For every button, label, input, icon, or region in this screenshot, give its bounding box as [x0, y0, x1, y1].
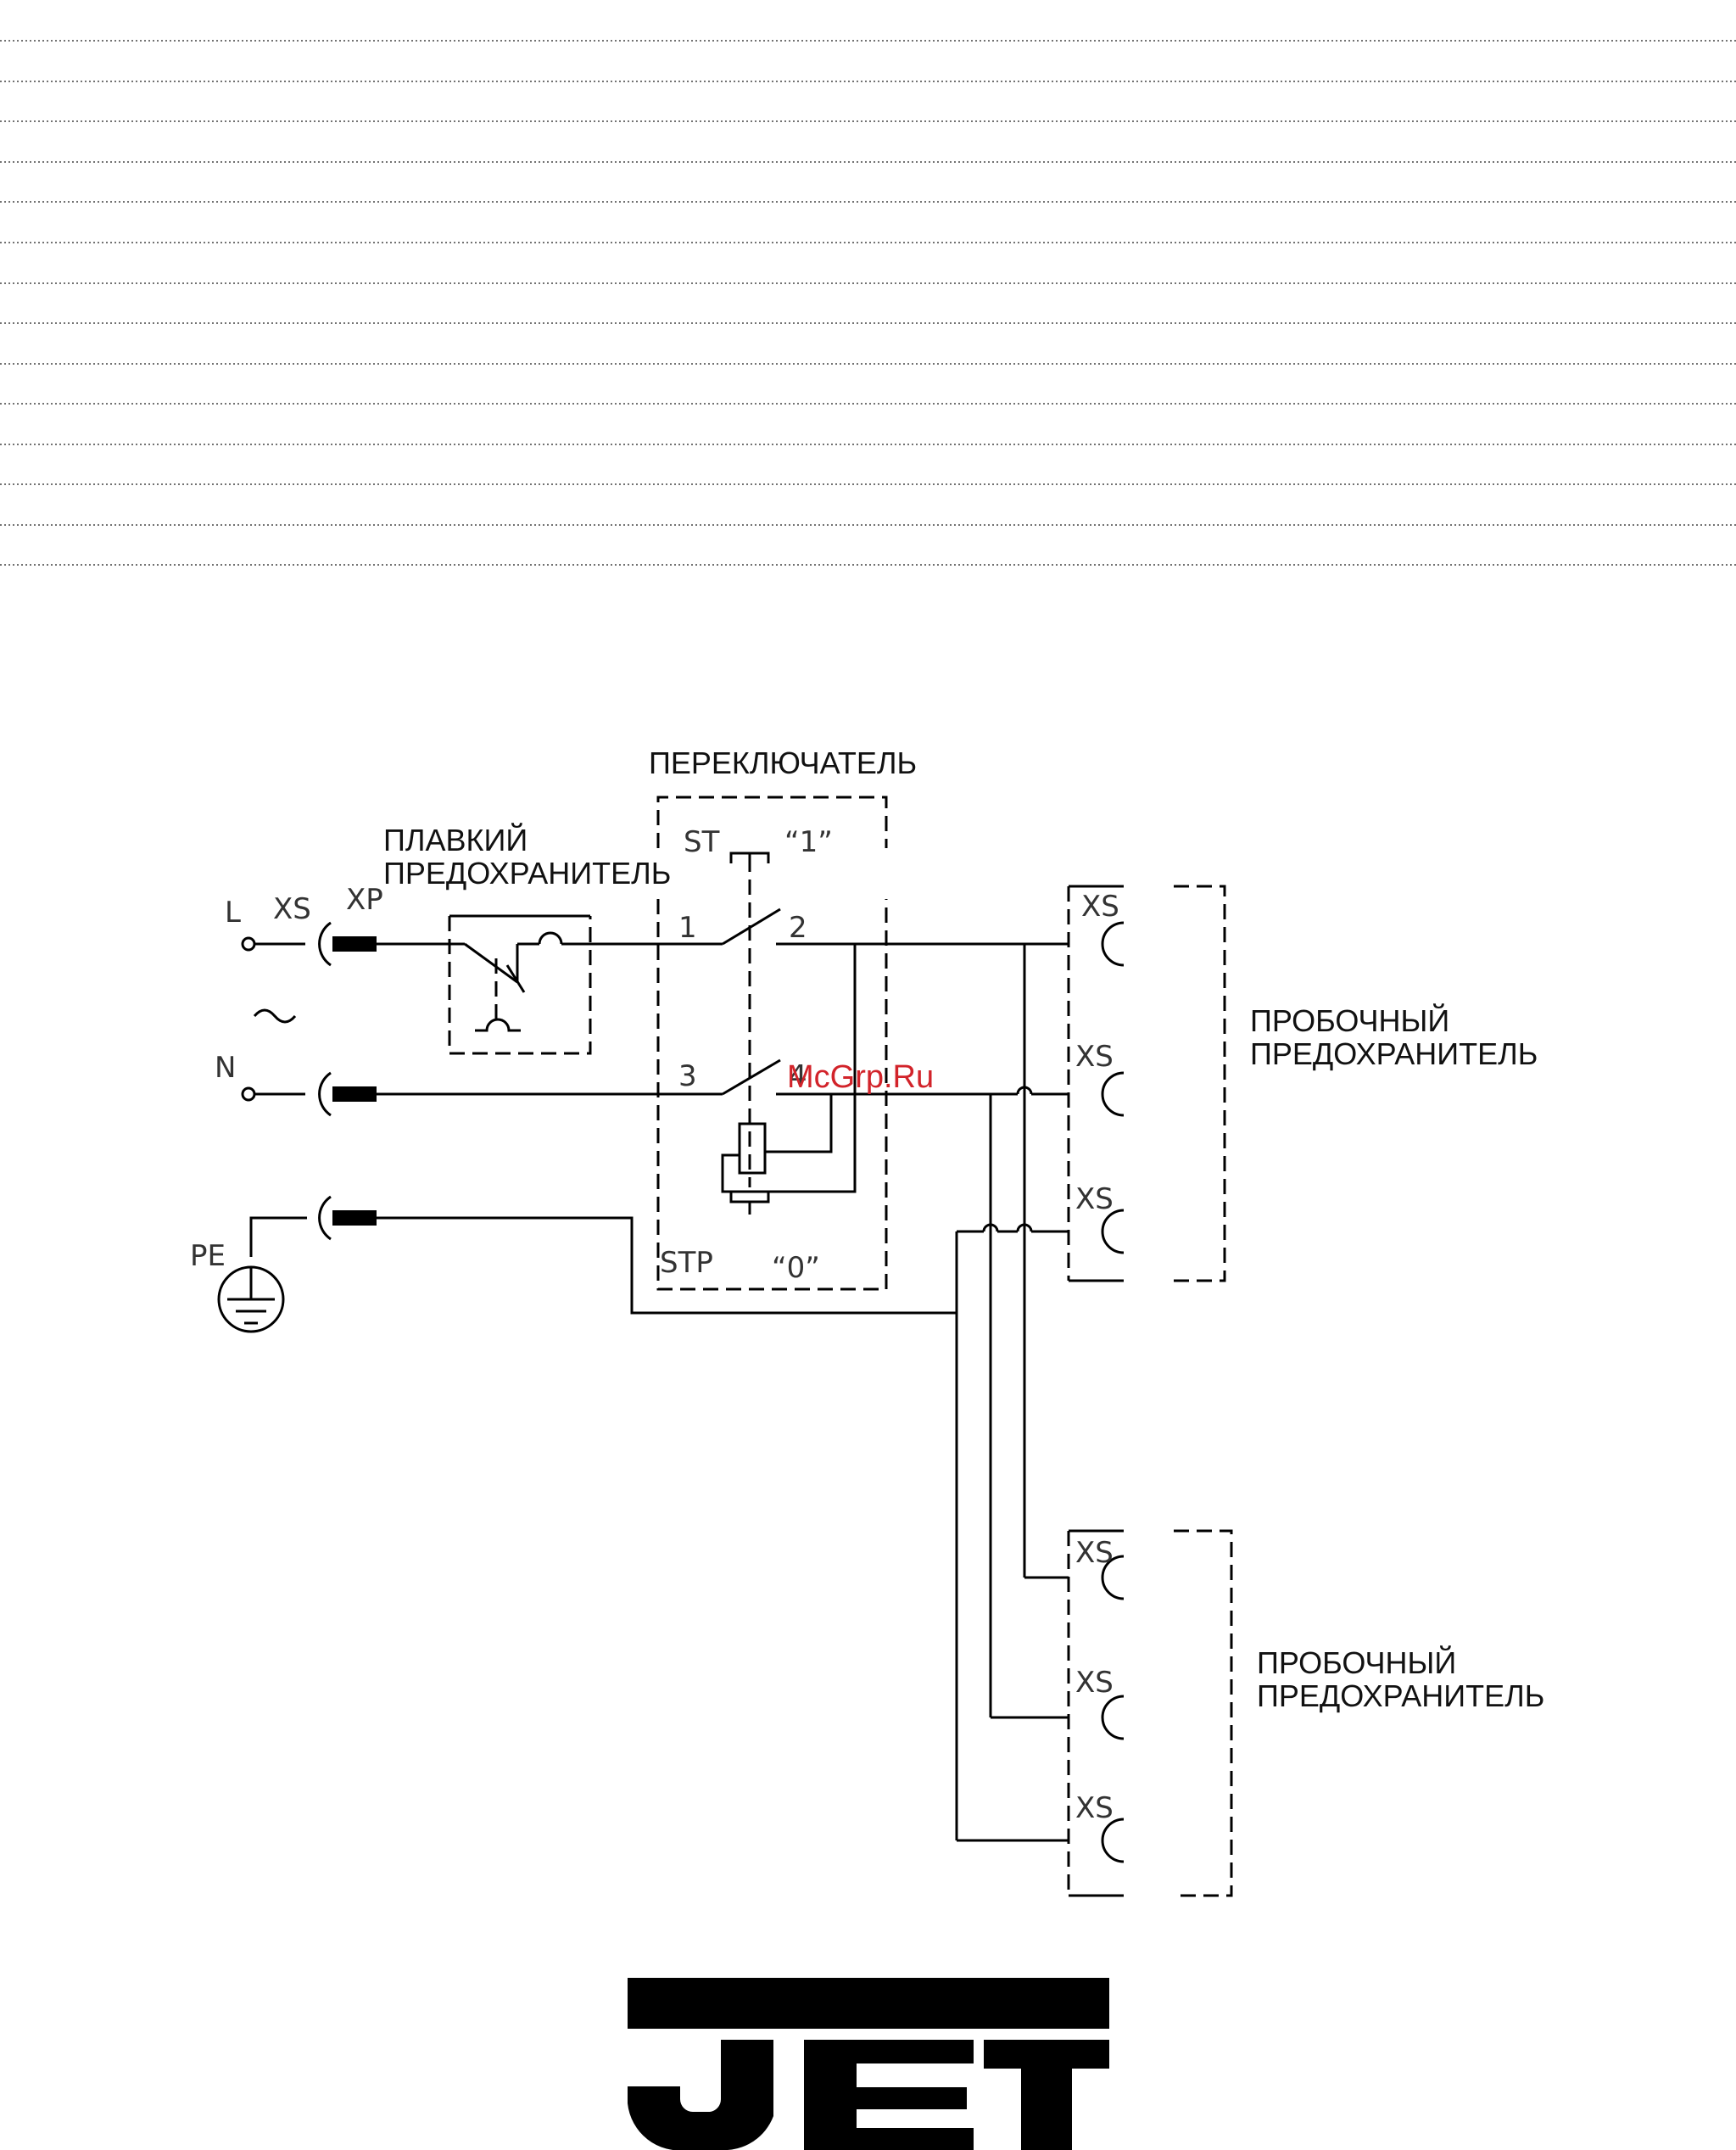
outlet-group-upper [1069, 886, 1225, 1281]
outlet-group-lower [1069, 1531, 1231, 1896]
tag-pos-off: “0” [772, 1251, 820, 1285]
tag-outlet-3: XS [1075, 1182, 1114, 1216]
tag-N: N [215, 1051, 236, 1085]
tag-outlet-5: XS [1075, 1666, 1114, 1700]
tag-XP-input: XP [346, 883, 383, 917]
switch-label: ПЕРЕКЛЮЧАТЕЛЬ [649, 746, 917, 780]
tag-outlet-4: XS [1075, 1536, 1114, 1570]
switch-frame [658, 797, 886, 1289]
plug-fuse-label-lower-line2: ПРЕДОХРАНИТЕЛЬ [1257, 1678, 1544, 1713]
tag-PE: PE [190, 1239, 226, 1273]
note-lines [0, 41, 1736, 565]
fuse-block [377, 916, 590, 1053]
plug-fuse-label-upper-line2: ПРЕДОХРАНИТЕЛЬ [1250, 1036, 1538, 1071]
tag-L: L [225, 896, 241, 930]
wiring [377, 944, 1069, 1840]
tag-ST: ST [684, 825, 720, 859]
jet-logo-letters [628, 2040, 1109, 2150]
fuse-label-line2: ПРЕДОХРАНИТЕЛЬ [383, 856, 671, 891]
tag-pos-on: “1” [784, 825, 833, 859]
tag-XS-input: XS [273, 892, 311, 926]
plug-fuse-label-lower-line1: ПРОБОЧНЫЙ [1257, 1645, 1456, 1680]
fuse-label-line1: ПЛАВКИЙ [383, 822, 527, 857]
plug-fuse-label-upper-line1: ПРОБОЧНЫЙ [1250, 1002, 1449, 1038]
tag-terminal-3: 3 [678, 1059, 697, 1093]
tag-outlet-2: XS [1075, 1040, 1114, 1074]
watermark: McGrp.Ru [787, 1059, 934, 1095]
tag-terminal-1: 1 [678, 911, 697, 945]
tag-outlet-6: XS [1075, 1791, 1114, 1825]
tag-terminal-2: 2 [789, 911, 807, 945]
ground-symbol [219, 1218, 307, 1332]
jet-logo [628, 1978, 1109, 2150]
tag-outlet-1: XS [1081, 890, 1119, 924]
input-terminals [243, 923, 377, 1239]
tag-STP: STP [660, 1246, 713, 1280]
